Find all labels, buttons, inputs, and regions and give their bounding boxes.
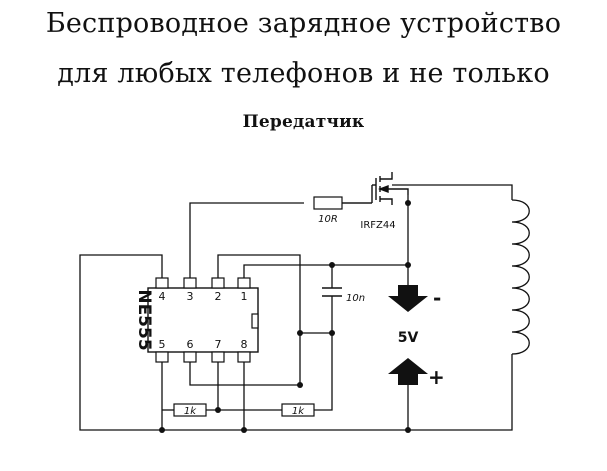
plus-label: + [428,365,445,389]
ic-pin4-label: 4 [159,290,166,303]
capacitor [322,287,342,297]
mosfet-arrow [378,184,389,194]
ic-pin-1 [237,277,251,289]
ic-pin-4 [155,277,169,289]
wire-ground-loop [79,254,513,431]
ic-pin-7 [211,351,225,363]
ic-body [147,287,259,353]
ic-pin2-label: 2 [215,290,222,303]
wire-pin1 [243,264,408,278]
ic-pin-6 [183,351,197,363]
minus-label: - [433,286,441,310]
ic-name-label: NE555 [134,289,154,350]
mosfet-irfz44 [371,172,409,205]
ic-ne555: 4 3 2 1 5 6 7 8 NE555 [134,277,259,363]
mosfet-label: IRFZ44 [360,220,395,231]
ic-pin1-label: 1 [241,290,248,303]
title-line-2: для любых телефонов и не только [57,58,550,89]
junction-dot [405,262,411,268]
junction-dot [329,330,335,336]
ic-notch [251,313,259,329]
mosfet-source [392,188,409,195]
ic-pin6-label: 6 [187,338,194,351]
resistor-gate [313,196,343,210]
ic-pin8-label: 8 [241,338,248,351]
ic-pin7-label: 7 [215,338,222,351]
junction-dot [297,330,303,336]
coil-inductor [511,199,530,355]
resistor-2 [281,403,315,417]
ic-pins [155,277,251,363]
resistor-1-label: 1k [184,406,197,417]
capacitor-label: 10n [346,293,365,304]
arrow-down-icon [388,285,428,312]
wire-coil-top [392,184,513,200]
voltage-label: 5V [398,330,419,346]
ic-pin-5 [155,351,169,363]
junction-dots [159,200,411,433]
junction-dot [215,407,221,413]
ic-pin3-label: 3 [187,290,194,303]
junction-dot [297,382,303,388]
resistor-2-label: 1k [292,406,305,417]
wire-pin2 [217,254,301,385]
wire-pin3 [189,202,304,278]
ic-pin-2 [211,277,225,289]
title-line-1: Беспроводное зарядное устройство [45,8,562,39]
resistor-gate-label: 10R [318,214,338,225]
ic-pin-8 [237,351,251,363]
ic-pin5-label: 5 [159,338,166,351]
junction-dot [405,200,411,206]
wire-r2-right [314,333,333,411]
ic-pin-3 [183,277,197,289]
junction-dot [405,427,411,433]
junction-dot [241,427,247,433]
resistor-1 [173,403,207,417]
arrow-up-icon [388,358,428,385]
junction-dot [159,427,165,433]
junction-dot [329,262,335,268]
wire-pin6 [189,362,300,386]
subtitle: Передатчик [242,112,365,132]
